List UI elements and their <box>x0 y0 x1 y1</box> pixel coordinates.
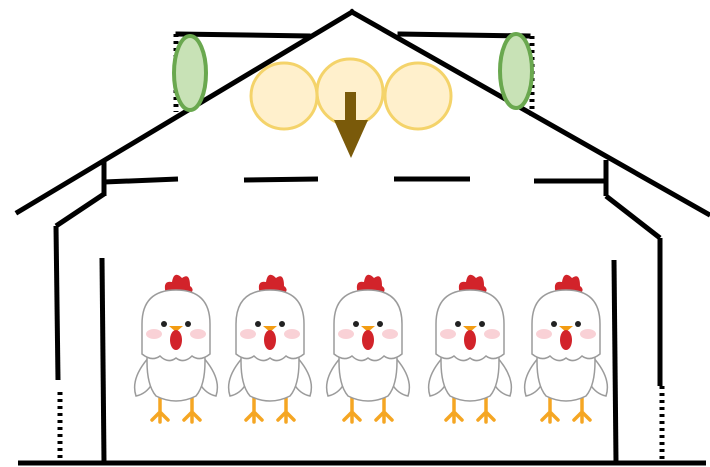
eaves <box>54 191 662 240</box>
roof-ridge-left <box>175 31 311 39</box>
wall-side-vents <box>57 386 665 462</box>
chicken-icon <box>132 273 220 424</box>
chicken-icon <box>522 273 610 424</box>
chicken-icon <box>226 273 314 424</box>
airflow-arrow-down-icon <box>334 92 368 158</box>
ceiling <box>101 160 609 196</box>
inner-walls <box>99 257 619 463</box>
chicken-icon <box>324 273 412 424</box>
chicken-icon <box>426 273 514 424</box>
heater-right <box>383 61 453 131</box>
heater-left <box>249 61 319 131</box>
ventilation-fans <box>172 32 534 112</box>
fan-left <box>172 34 208 112</box>
ridge-vent-dotted-edges <box>173 34 535 116</box>
roof-left-slope <box>14 8 356 216</box>
fan-right <box>498 32 534 110</box>
chickens <box>132 273 610 424</box>
roof-ridge-right <box>397 31 531 39</box>
heaters <box>249 57 453 131</box>
outer-walls <box>53 225 663 386</box>
